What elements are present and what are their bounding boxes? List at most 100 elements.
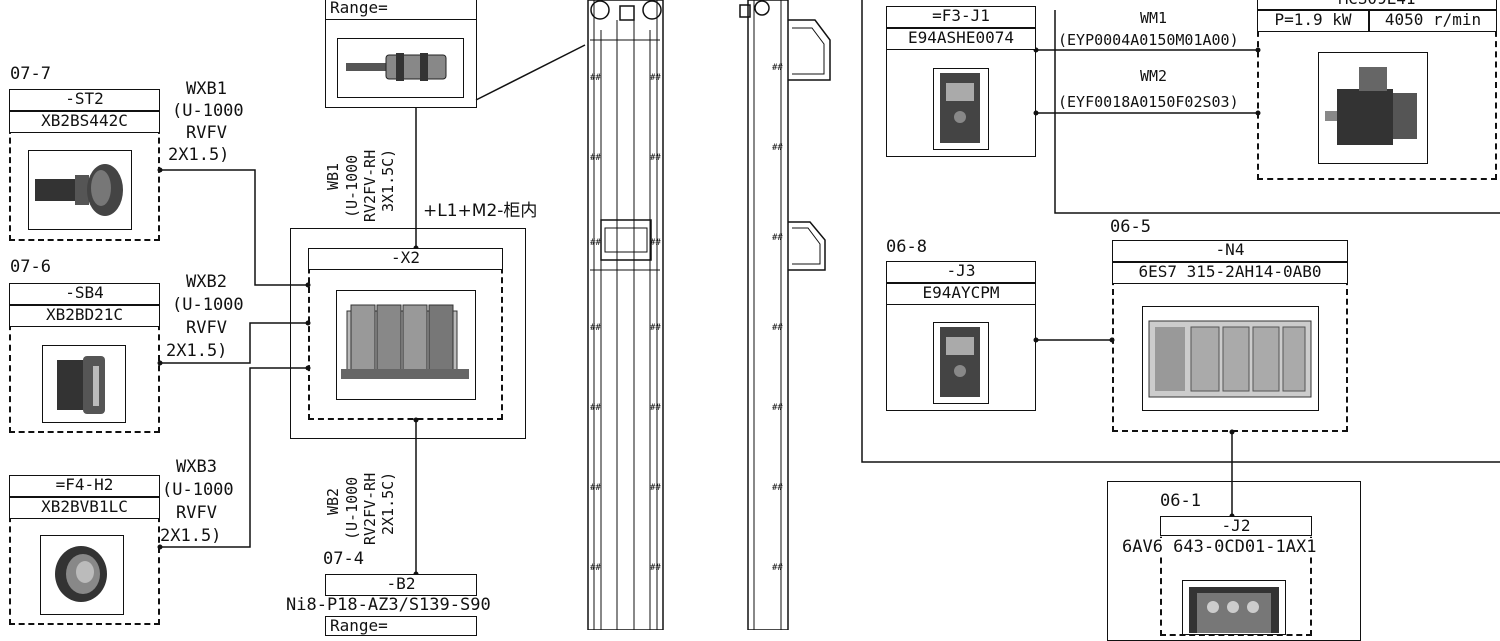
- st2-ref: 07-7: [10, 64, 51, 84]
- motor-power: P=1.9 kW: [1257, 10, 1369, 32]
- svg-text:##: ##: [650, 238, 661, 248]
- enclosure-outer: [861, 0, 1500, 463]
- svg-text:##: ##: [650, 73, 661, 83]
- svg-text:##: ##: [772, 563, 783, 573]
- wb1-l3: 3X1.5C): [379, 148, 397, 212]
- wxb2-l1: (U-1000: [172, 295, 244, 315]
- pilot-light-icon: [55, 546, 107, 602]
- j2-name: -J2: [1160, 516, 1312, 536]
- sensor-top-range: Range=: [325, 0, 477, 20]
- motor-model: MCS09L41: [1257, 0, 1497, 10]
- n4-part: 6ES7 315-2AH14-0AB0: [1112, 262, 1348, 284]
- svg-text:##: ##: [590, 483, 601, 493]
- b2-part: Ni8-P18-AZ3/S139-S90: [286, 595, 491, 615]
- wxb3-l1: (U-1000: [162, 480, 234, 500]
- n4-ref: 06-5: [1110, 217, 1151, 237]
- wm2-name: WM2: [1140, 67, 1168, 85]
- emergency-stop-button-icon: [35, 164, 123, 216]
- svg-text:##: ##: [772, 403, 783, 413]
- svg-text:##: ##: [772, 143, 783, 153]
- wm1-name: WM1: [1140, 9, 1168, 27]
- j3-part: E94AYCPM: [886, 283, 1036, 305]
- h2-photo: [40, 535, 124, 615]
- wxb2-l3: 2X1.5): [166, 341, 228, 361]
- svg-text:##: ##: [590, 153, 601, 163]
- cabinet-label: +L1+M2-柜内: [423, 201, 538, 221]
- wxb1-l2: RVFV: [186, 123, 227, 143]
- sb4-photo: [42, 345, 126, 423]
- b2-ref: 07-4: [323, 549, 364, 569]
- wb2-l1: (U-1000: [343, 476, 361, 540]
- wire-wxb2: [160, 322, 308, 364]
- j3-photo: [933, 322, 989, 404]
- svg-text:##: ##: [590, 238, 601, 248]
- svg-text:##: ##: [650, 403, 661, 413]
- svg-text:##: ##: [650, 323, 661, 333]
- svg-text:##: ##: [772, 323, 783, 333]
- wb1-l2: RV2FV-RH: [361, 149, 379, 222]
- selector-switch-icon: [57, 356, 105, 414]
- svg-text:##: ##: [650, 483, 661, 493]
- st2-photo: [28, 150, 132, 230]
- h2-part: XB2BVB1LC: [9, 497, 160, 519]
- svg-text:##: ##: [590, 403, 601, 413]
- svg-text:##: ##: [772, 233, 783, 243]
- proximity-sensor-icon: [346, 53, 447, 81]
- wb1-l1: (U-1000: [343, 154, 361, 218]
- j2-ref: 06-1: [1160, 491, 1201, 511]
- sb4-part: XB2BD21C: [9, 305, 160, 327]
- sb4-name: -SB4: [9, 283, 160, 305]
- servo-drive-icon: [940, 73, 980, 143]
- sb4-ref: 07-6: [10, 257, 51, 277]
- st2-name: -ST2: [9, 89, 160, 111]
- b2-name: -B2: [325, 574, 477, 596]
- n4-photo: [1142, 306, 1319, 411]
- svg-text:##: ##: [590, 323, 601, 333]
- motor-speed: 4050 r/min: [1369, 10, 1497, 32]
- wire-sensor-tower: [475, 44, 586, 101]
- wxb3-l2: RVFV: [176, 503, 217, 523]
- terminal-block-icon: [341, 304, 469, 379]
- wb2-l2: RV2FV-RH: [361, 472, 379, 545]
- motor-photo: [1318, 52, 1428, 164]
- drive-module-icon: [940, 327, 980, 397]
- enclosure-line: [1054, 10, 1500, 214]
- j2-photo: [1182, 580, 1286, 635]
- n4-name: -N4: [1112, 240, 1348, 262]
- wxb2-name: WXB2: [186, 272, 227, 292]
- svg-text:##: ##: [650, 153, 661, 163]
- j2-part: 6AV6 643-0CD01-1AX1: [1122, 537, 1317, 557]
- wxb3-name: WXB3: [176, 457, 217, 477]
- wire-wxb3: [160, 367, 308, 548]
- wxb1-name: WXB1: [186, 79, 227, 99]
- b2-range: Range=: [325, 616, 477, 636]
- wxb3-l3: 2X1.5): [160, 526, 222, 546]
- svg-text:##: ##: [590, 73, 601, 83]
- j3-name: -J3: [886, 261, 1036, 283]
- hmi-panel-icon: [1189, 587, 1279, 633]
- wxb1-l3: 2X1.5): [168, 145, 230, 165]
- tower-right: [739, 0, 831, 630]
- j1-part: E94ASHE0074: [886, 28, 1036, 50]
- svg-text:##: ##: [590, 563, 601, 573]
- cabinet-enclosure: [290, 228, 526, 439]
- wm2-spec: (EYF0018A0150F02S03): [1058, 93, 1239, 111]
- sensor-top-box[interactable]: [325, 0, 477, 108]
- wire-wxb1: [160, 169, 308, 286]
- servo-motor-icon: [1325, 67, 1417, 145]
- x2-name: -X2: [308, 248, 503, 270]
- wxb2-l2: RVFV: [186, 318, 227, 338]
- j1-name: =F3-J1: [886, 6, 1036, 28]
- sensor-top-photo: [337, 38, 464, 98]
- tower-left: [587, 0, 664, 630]
- svg-text:##: ##: [772, 483, 783, 493]
- h2-name: =F4-H2: [9, 475, 160, 497]
- wb2-name: WB2: [324, 487, 342, 515]
- wb2-l3: 2X1.5C): [379, 471, 397, 535]
- j3-ref: 06-8: [886, 237, 927, 257]
- svg-text:##: ##: [772, 63, 783, 73]
- svg-text:##: ##: [650, 563, 661, 573]
- motor-device[interactable]: [1257, 0, 1497, 180]
- wb1-name: WB1: [324, 162, 342, 190]
